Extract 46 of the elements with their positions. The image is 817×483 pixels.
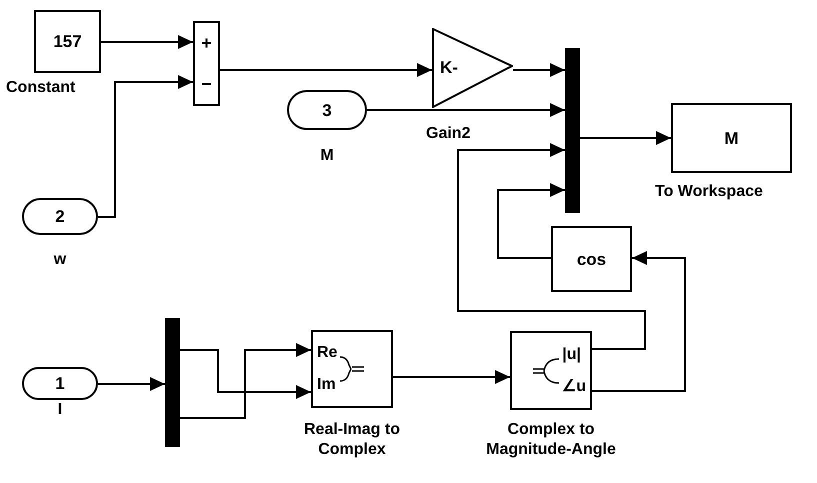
signal-arrow	[592, 251, 686, 392]
block-text: 157	[53, 33, 82, 50]
signal-arrow	[497, 183, 565, 259]
block-text: M	[724, 130, 739, 146]
signal-arrow	[98, 377, 165, 391]
mux-bar	[165, 318, 180, 447]
converter-block	[510, 331, 592, 410]
block-text: |u|	[562, 346, 582, 362]
gain-block	[432, 28, 513, 108]
port-block	[22, 367, 98, 400]
signal-arrow	[367, 103, 565, 117]
block-text: Re	[317, 345, 338, 361]
block	[671, 103, 792, 173]
port-block	[287, 90, 367, 130]
sum-block	[193, 21, 220, 106]
block-label: Gain2	[426, 124, 472, 144]
signal-arrow	[98, 75, 193, 218]
block-text: +	[201, 34, 212, 52]
block-text: ∠u	[562, 378, 586, 394]
signal-arrow	[393, 370, 510, 384]
block-text: 3	[322, 102, 332, 118]
block-text: 1	[55, 375, 65, 392]
converter-block	[311, 330, 393, 408]
block-label: M	[319, 146, 335, 166]
block	[34, 10, 101, 73]
signal-arrow	[180, 349, 311, 399]
signal-arrow	[220, 63, 432, 77]
block-text: −	[201, 74, 212, 93]
port-block	[22, 198, 98, 235]
block-label: I	[56, 400, 64, 420]
block-text: 2	[55, 208, 65, 225]
signal-arrow	[513, 63, 565, 77]
block-label: w	[52, 250, 68, 270]
block-label: To Workspace	[655, 182, 764, 202]
block-label: Complex to Magnitude-Angle	[485, 420, 617, 460]
block-label: Real-Imag to Complex	[302, 420, 401, 460]
block	[551, 226, 632, 292]
mux-bar	[565, 48, 580, 213]
block-label: Constant	[6, 78, 76, 98]
signal-arrow	[180, 343, 311, 419]
signal-arrow	[580, 131, 671, 145]
block-text: cos	[576, 250, 606, 268]
block-text: K-	[440, 58, 458, 78]
block-text: Im	[317, 377, 337, 393]
signal-arrow	[457, 143, 646, 350]
signal-arrow	[101, 35, 193, 49]
